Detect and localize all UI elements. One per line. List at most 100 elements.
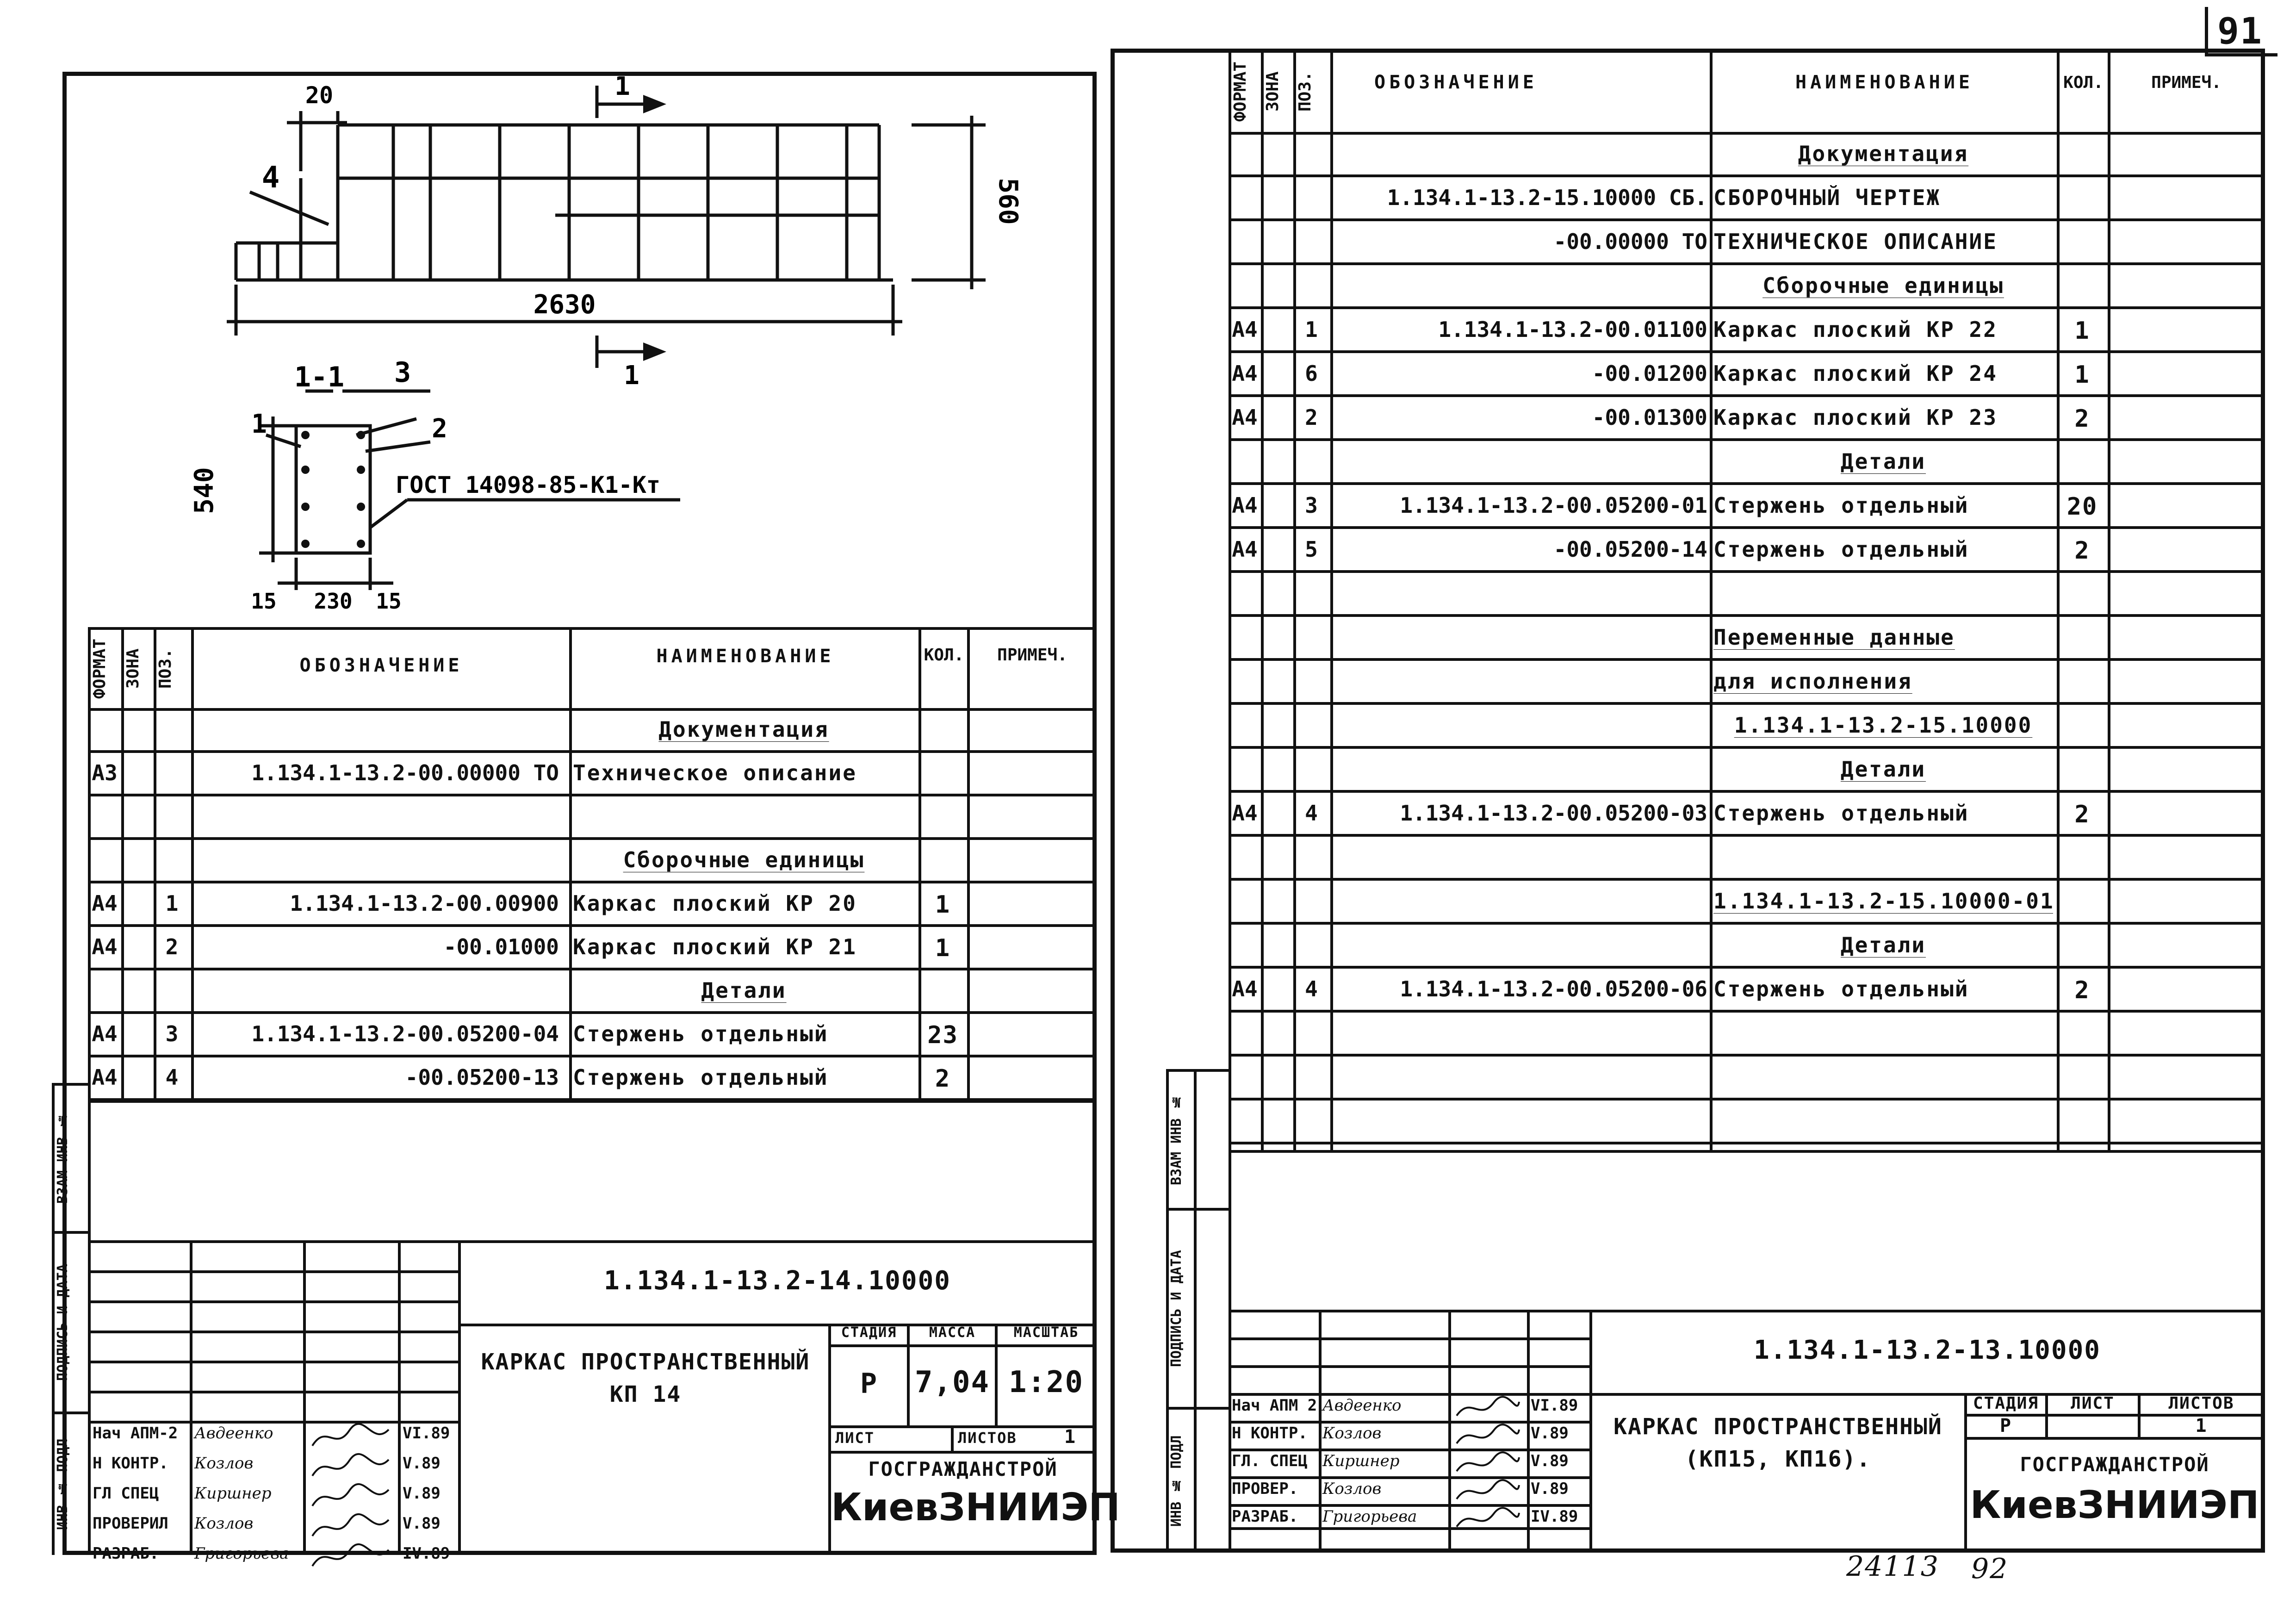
cell-qty: 23 — [927, 1021, 958, 1049]
cell-name: Детали — [1840, 449, 1926, 474]
stamp-role: Н КОНТР. — [93, 1454, 168, 1473]
table-row — [1229, 1099, 2265, 1144]
left-side-label-inv: ИНВ № ПОДЛ — [55, 1438, 71, 1530]
right-sheet-label: ЛИСТ — [2071, 1394, 2115, 1413]
stamp-name: Киршнер — [1322, 1452, 1400, 1470]
cell-format: А4 — [1232, 405, 1258, 430]
signature — [311, 1513, 390, 1537]
row-divider — [1229, 1098, 2265, 1101]
dim-540: 540 — [189, 467, 219, 514]
right-doc-number: 1.134.1-13.2-13.10000 — [1753, 1335, 2101, 1365]
right-org1: ГОСГРАЖДАНСТРОЙ — [2020, 1453, 2209, 1476]
table-row — [1229, 835, 2265, 881]
cell-name: Переменные данные — [1713, 625, 1955, 650]
cell-name: 1.134.1-13.2-15.10000 — [1734, 713, 2033, 738]
cell-qty: 1 — [935, 934, 951, 962]
stamp-role: РАЗРАБ. — [1232, 1507, 1298, 1526]
cell-format: А4 — [92, 1065, 118, 1090]
cell-format: А4 — [1232, 537, 1258, 562]
row-divider — [1229, 394, 2265, 397]
signature — [1456, 1507, 1520, 1528]
pos-label-4: 4 — [262, 161, 280, 195]
right-col-header-note: ПРИМЕЧ. — [2151, 73, 2222, 92]
table-row — [88, 795, 1097, 840]
right-sheets-label: ЛИСТОВ — [2168, 1394, 2234, 1413]
cell-designation: 1.134.1-13.2-00.01100 — [1438, 317, 1707, 342]
row-divider — [1229, 174, 2265, 177]
stamp-date: V.89 — [1531, 1480, 1569, 1498]
cell-designation: 1.134.1-13.2-00.00900 — [290, 891, 559, 916]
row-divider — [1229, 966, 2265, 969]
table-row — [1229, 572, 2265, 617]
archive-number: 24113 — [1846, 1550, 1939, 1583]
cell-format: А4 — [92, 1021, 118, 1046]
cell-name: Сборочные единицы — [623, 847, 865, 872]
left-side-label-vzam: ВЗАМ ИНВ № — [55, 1112, 71, 1204]
cell-qty: 2 — [2074, 405, 2090, 433]
cell-designation: 1.134.1-13.2-00.05200-04 — [251, 1021, 559, 1046]
right-side-label-vzam: ВЗАМ ИНВ № — [1168, 1094, 1185, 1186]
cell-name: СБОРОЧНЫЙ ЧЕРТЕЖ — [1713, 185, 1941, 210]
signature — [1456, 1479, 1520, 1500]
stamp-name: Козлов — [194, 1454, 254, 1473]
row-divider — [88, 1098, 1097, 1101]
section-mark-bottom: 1 — [624, 361, 639, 391]
left-sheet — [62, 72, 1097, 1555]
left-org2: КиевЗНИИЭП — [831, 1486, 1120, 1530]
page-number-2: 92 — [1971, 1553, 2009, 1585]
table-row: 1.134.1-13.2-15.10000-01 — [1229, 879, 2265, 925]
cell-pos: 1 — [1305, 317, 1319, 342]
table-row — [1229, 1055, 2265, 1101]
row-divider — [1229, 746, 2265, 749]
col-header-pos: ПОЗ. — [156, 648, 175, 689]
right-side-label-sign: ПОДПИСЬ И ДАТА — [1168, 1250, 1185, 1367]
left-scale: 1:20 — [1008, 1365, 1084, 1399]
cell-name: Стержень отдельный — [573, 1021, 829, 1046]
cell-designation: 1.134.1-13.2-00.05200-03 — [1400, 801, 1707, 826]
row-divider — [88, 881, 1097, 883]
row-divider — [88, 968, 1097, 970]
left-sheets: 1 — [1064, 1426, 1077, 1448]
dim-2630: 2630 — [534, 290, 596, 320]
stamp-name: Авдеенко — [1322, 1396, 1402, 1415]
cell-designation: -00.01000 — [443, 934, 559, 959]
signature — [1456, 1451, 1520, 1472]
cell-designation: 1.134.1-13.2-00.05200-06 — [1400, 976, 1707, 1001]
cell-pos: 4 — [1305, 801, 1319, 826]
cell-designation: 1.134.1-13.2-00.00000 ТО — [251, 760, 559, 785]
dim-15-right: 15 — [376, 589, 401, 614]
cell-format: А4 — [1232, 801, 1258, 826]
cell-name: Детали — [701, 978, 787, 1003]
cell-pos: 4 — [165, 1065, 180, 1090]
right-col-header-qty: КОЛ. — [2063, 73, 2104, 92]
row-divider — [88, 1055, 1097, 1057]
cell-designation: -00.01300 — [1592, 405, 1707, 430]
stamp-name: Григорьева — [1322, 1507, 1417, 1526]
row-divider — [1229, 306, 2265, 309]
stamp-date: V.89 — [403, 1484, 441, 1503]
left-drawing: 20 560 2630 1 1 4 1-1 3 1 2 540 ГОСТ 140… — [189, 76, 1023, 614]
cell-pos: 2 — [165, 934, 180, 959]
row-divider — [1229, 790, 2265, 793]
cell-name: Каркас плоский КР 23 — [1713, 405, 1998, 430]
right-stage: Р — [1999, 1415, 2012, 1436]
cell-format: А4 — [1232, 317, 1258, 342]
table-row: Детали — [1229, 923, 2265, 969]
cell-designation: -00.00000 ТО — [1553, 229, 1707, 254]
row-divider — [88, 924, 1097, 927]
section-title: 1-1 — [294, 361, 344, 393]
cell-pos: 5 — [1305, 537, 1319, 562]
cell-designation: -00.05200-13 — [405, 1065, 559, 1090]
cell-qty: 2 — [2074, 801, 2090, 828]
table-row — [1229, 1011, 2265, 1057]
table-row: Сборочные единицы — [1229, 264, 2265, 309]
right-org2: КиевЗНИИЭП — [1970, 1483, 2259, 1527]
left-margin-line — [88, 1083, 91, 1555]
